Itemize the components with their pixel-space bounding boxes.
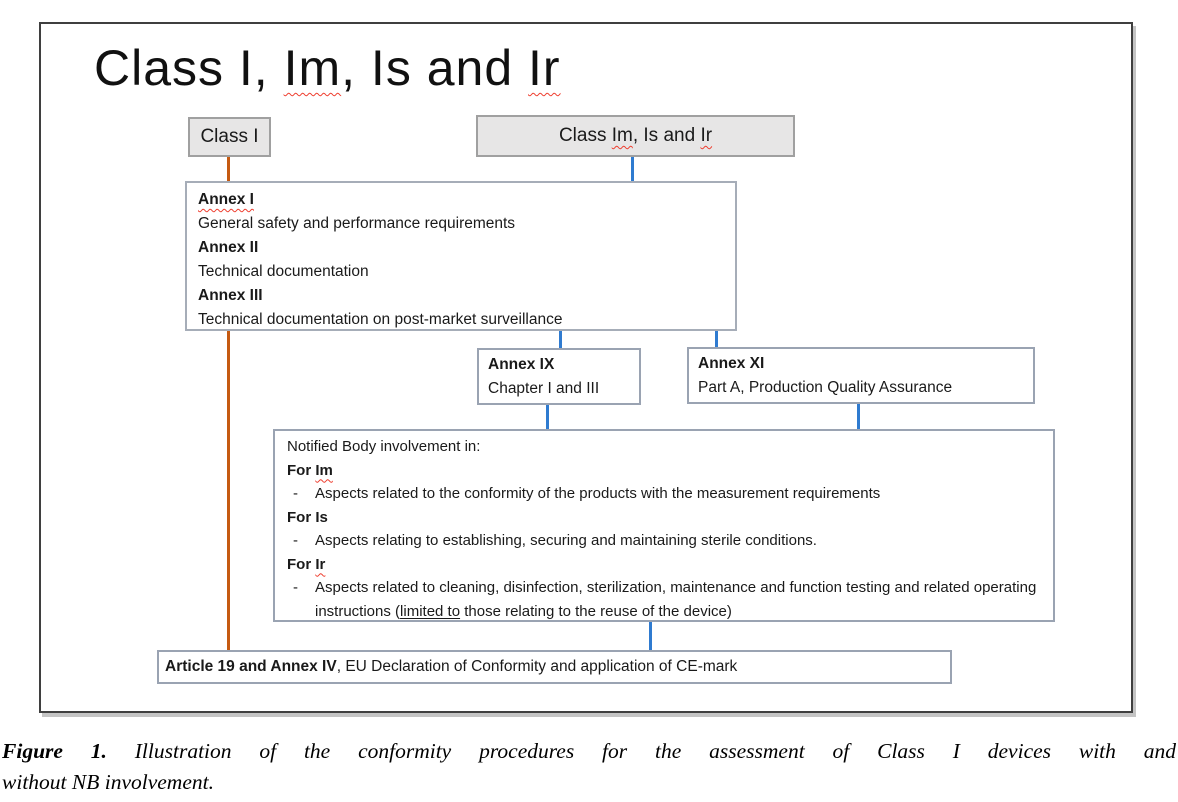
connector-classim-to-annex xyxy=(631,156,634,183)
nb-heading-for-im: For Im xyxy=(287,459,1047,483)
bullet-dash: - xyxy=(293,579,298,596)
bullet-dash: - xyxy=(293,532,298,549)
nb-heading-prefix: For xyxy=(287,461,316,479)
notified-body-box: Notified Body involvement in: For Im - A… xyxy=(273,429,1055,622)
annex-i-label: Annex I xyxy=(198,188,724,212)
nb-bullet-ir-text: Aspects related to cleaning, disinfectio… xyxy=(315,576,1047,623)
nb-heading-for-is: For Is xyxy=(287,506,1047,530)
title-part: Class I, xyxy=(94,40,284,96)
class-i-label: Class I xyxy=(200,126,259,147)
classim-part: Class xyxy=(558,125,612,146)
nb-heading-word-is: Is xyxy=(315,508,328,526)
nb-heading-for-ir: For Ir xyxy=(287,553,1047,577)
connector-annexxi-to-nb xyxy=(857,403,860,430)
nb-bullet-is: - Aspects relating to establishing, secu… xyxy=(287,529,1047,553)
nb-bullet-ir-part2: those relating to the reuse of the devic… xyxy=(460,602,732,620)
annex-xi-box: Annex XI Part A, Production Quality Assu… xyxy=(687,347,1035,404)
connector-annex-to-annexxi xyxy=(715,330,718,348)
figure-caption: Figure 1. Illustration of the conformity… xyxy=(2,736,1176,798)
annex-iii-label: Annex III xyxy=(198,287,263,304)
nb-bullet-im-text: Aspects related to the conformity of the… xyxy=(315,485,881,502)
classim-misspelled-ir: Ir xyxy=(700,125,713,146)
caption-figure-label: Figure 1. xyxy=(2,739,107,763)
annex-ii-desc: Technical documentation xyxy=(198,263,369,280)
diagram-title: Class I, Im, Is and Ir xyxy=(94,40,561,96)
annex-ix-label: Annex IX xyxy=(488,356,555,373)
nb-bullet-im: - Aspects related to the conformity of t… xyxy=(287,482,1047,506)
nb-heading-prefix: For xyxy=(287,555,316,573)
annex-ix-desc: Chapter I and III xyxy=(488,380,600,397)
annex-requirements-box: Annex I General safety and performance r… xyxy=(185,181,737,331)
bullet-dash: - xyxy=(293,485,298,502)
nb-heading-word-ir: Ir xyxy=(315,555,326,573)
classim-part: , Is and xyxy=(632,125,701,146)
class-i-box: Class I xyxy=(188,117,271,157)
class-im-is-ir-box: Class Im, Is and Ir xyxy=(476,115,795,157)
connector-class1-to-article xyxy=(227,157,230,650)
nb-heading-word-im: Im xyxy=(315,461,333,479)
nb-intro: Notified Body involvement in: xyxy=(287,438,481,455)
annex-ii-label: Annex II xyxy=(198,239,259,256)
article-19-box: Article 19 and Annex IV, EU Declaration … xyxy=(157,650,952,684)
article-19-rest: , EU Declaration of Conformity and appli… xyxy=(336,658,738,675)
class-im-label: Class Im, Is and Ir xyxy=(559,125,712,147)
caption-line-1: Figure 1. Illustration of the conformity… xyxy=(2,736,1176,767)
caption-line1-text: Illustration of the conformity procedure… xyxy=(106,739,1177,763)
connector-annex-to-annexix xyxy=(559,330,562,349)
nb-bullet-ir-underlined: limited to xyxy=(400,602,461,620)
article-19-text: Article 19 and Annex IV, EU Declaration … xyxy=(165,658,737,676)
nb-bullet-ir-part1: Aspects related to cleaning, disinfectio… xyxy=(315,579,1037,620)
annex-xi-desc: Part A, Production Quality Assurance xyxy=(698,379,953,396)
annex-i-desc: General safety and performance requireme… xyxy=(198,215,516,232)
nb-heading-prefix: For xyxy=(287,508,316,526)
title-misspelled-im: Im xyxy=(283,40,342,96)
nb-bullet-ir: - Aspects related to cleaning, disinfect… xyxy=(287,576,1047,623)
connector-annexix-to-nb xyxy=(546,404,549,430)
annex-iii-desc: Technical documentation on post-market s… xyxy=(198,311,563,328)
annex-ix-box: Annex IX Chapter I and III xyxy=(477,348,641,405)
title-misspelled-ir: Ir xyxy=(528,40,561,96)
article-19-bold: Article 19 and Annex IV xyxy=(165,658,337,675)
nb-bullet-is-text: Aspects relating to establishing, securi… xyxy=(315,532,817,549)
annex-i-text: Annex I xyxy=(198,191,254,208)
title-part: , Is and xyxy=(341,40,529,96)
annex-xi-label: Annex XI xyxy=(698,355,765,372)
connector-nb-to-article xyxy=(649,621,652,651)
caption-line-2: without NB involvement. xyxy=(2,770,214,794)
classim-misspelled-im: Im xyxy=(611,125,633,146)
